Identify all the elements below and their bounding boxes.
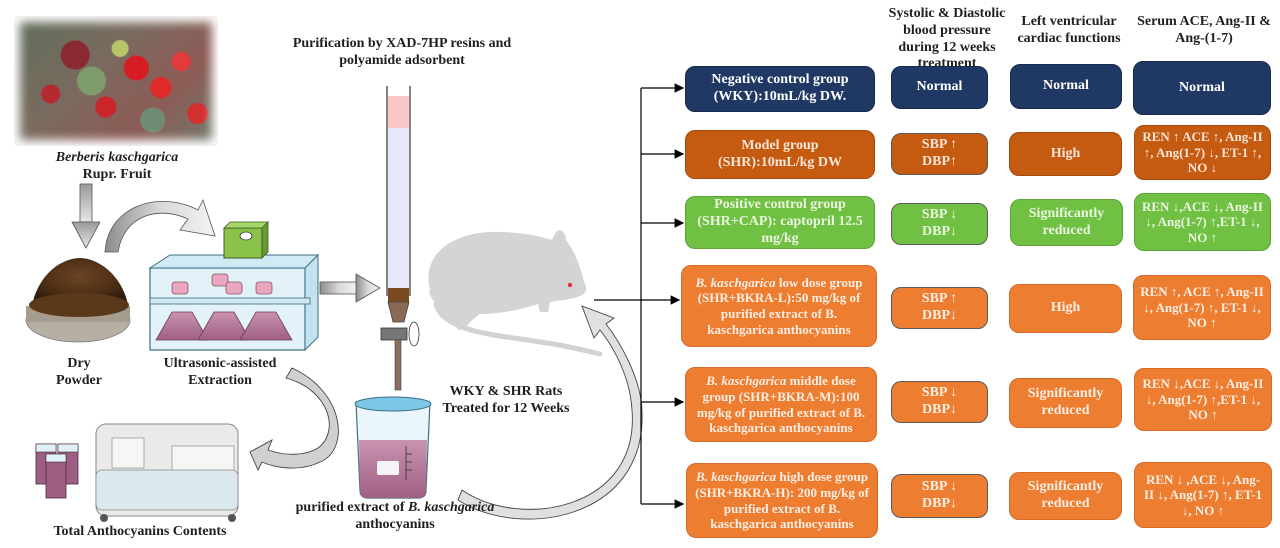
bp-low-dose: SBP ↑DBP↓ [891,287,988,329]
bp-middle-dose: SBP ↓DBP↓ [891,381,988,423]
ultrasonic-bath-icon [148,221,320,352]
serum-middle-dose: REN ↓,ACE ↓, Ang-II ↓, Ang(1-7) ↑,ET-1 ↓… [1134,368,1272,431]
bp-model: SBP ↑DBP↑ [891,133,988,175]
header-blood-pressure: Systolic & Diastolic blood pressure duri… [888,6,1006,72]
cardiac-positive-control: Significantly reduced [1010,199,1123,246]
purification-label: Purification by XAD-7HP resins and polya… [292,36,512,68]
group-connector [594,83,685,509]
group-model: Model group (SHR):10mL/kg DW [685,130,875,179]
group-low-dose: B. kaschgarica low dose group (SHR+BKRA-… [681,265,877,347]
anthocyanin-label: Total Anthocyanins Contents [53,524,227,539]
group-middle-dose: B. kaschgarica middle dose group (SHR+BK… [685,367,877,442]
cardiac-model: High [1009,132,1122,176]
serum-low-dose: REN ↑, ACE ↑, Ang-II ↓, Ang(1-7) ↑, ET-1… [1133,275,1271,340]
down-arrow-icon [71,183,101,249]
serum-positive-control: REN ↓,ACE ↓, Ang-II ↓, Ang(1-7) ↑,ET-1 ↓… [1134,193,1271,251]
bp-positive-control: SBP ↓DBP↓ [891,203,988,245]
serum-negative-control: Normal [1133,61,1271,115]
right-arrow-icon [319,273,381,303]
spectrophotometer-icon [35,423,239,522]
header-cardiac: Left ventricular cardiac functions [1017,14,1121,46]
cardiac-negative-control: Normal [1010,64,1122,109]
fruit-photo [14,16,218,146]
beaker-icon [354,396,432,499]
curved-arrow-icon [104,198,216,253]
cardiac-middle-dose: Significantly reduced [1009,378,1122,428]
curved-arrow-icon [457,305,643,520]
bp-high-dose: SBP ↓DBP↓ [891,474,988,518]
bp-negative-control: Normal [891,66,988,109]
header-serum: Serum ACE, Ang-II & Ang-(1-7) [1137,14,1271,46]
dry-powder-icon [25,258,131,343]
rat-icon [428,230,603,357]
serum-high-dose: REN ↓ ,ACE ↓, Ang-II ↓, Ang(1-7) ↑, ET-1… [1134,462,1272,528]
purification-column-icon [380,86,420,391]
group-positive-control: Positive control group (SHR+CAP): captop… [685,196,875,249]
dry-powder-label: Dry Powder [56,356,102,388]
group-negative-control: Negative control group (WKY):10mL/kg DW. [685,66,875,112]
cardiac-high-dose: Significantly reduced [1009,472,1122,520]
group-high-dose: B. kaschgarica high dose group (SHR+BKRA… [686,463,878,538]
serum-model: REN ↑ ACE ↑, Ang-II ↑, Ang(1-7) ↓, ET-1 … [1134,125,1271,180]
cardiac-low-dose: High [1009,284,1122,333]
extraction-label: Ultrasonic-assisted Extraction [163,356,277,388]
curved-arrow-icon [249,367,339,472]
